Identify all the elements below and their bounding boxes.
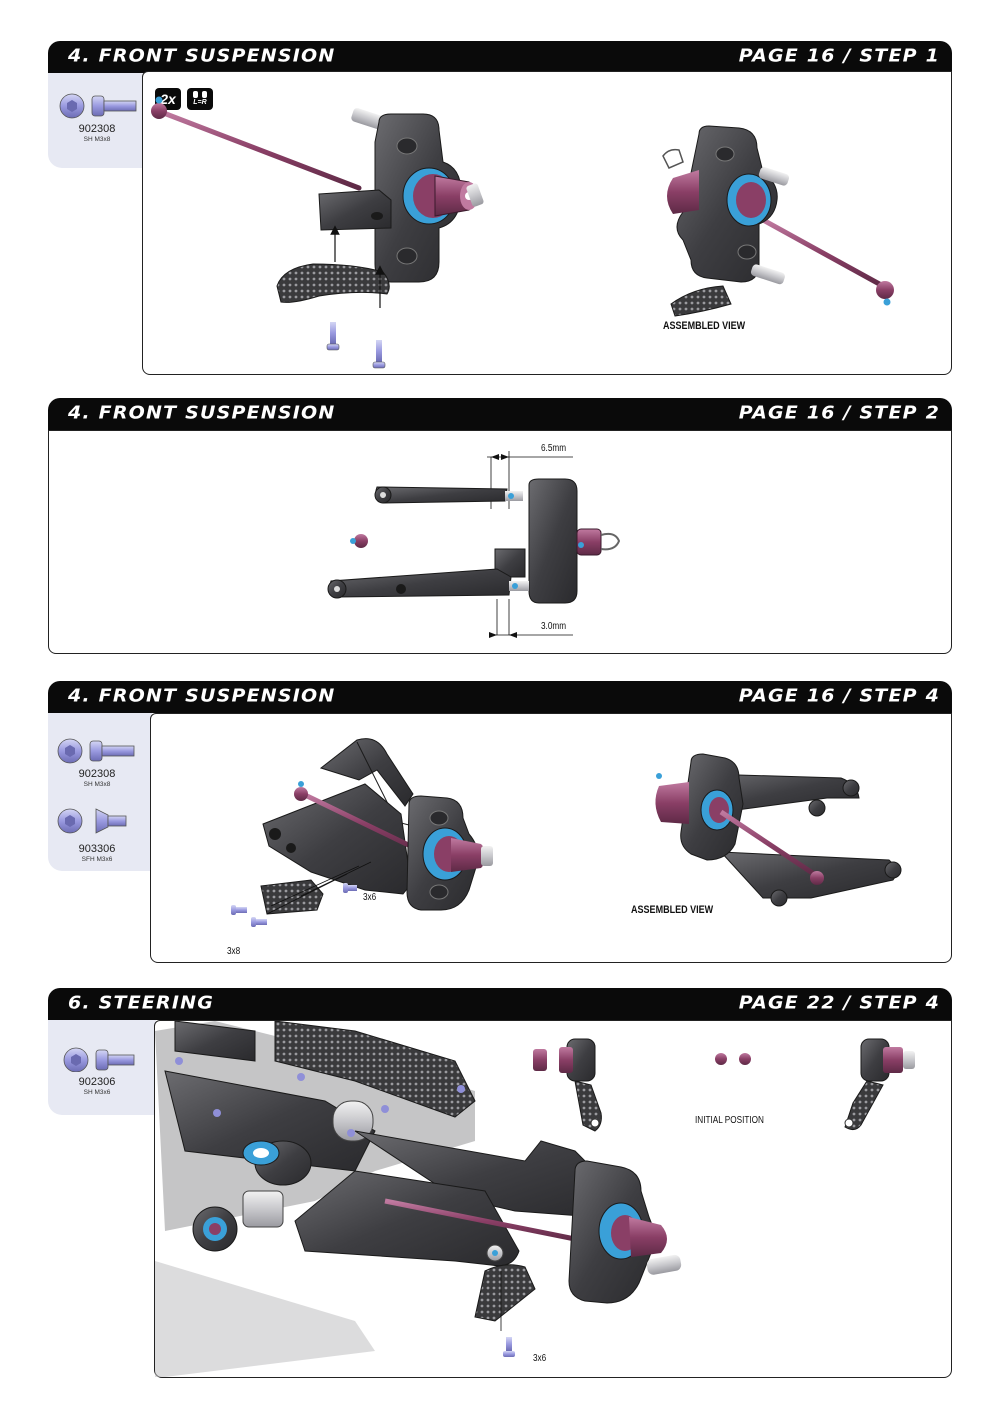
step-panel: 3x6 INITIAL POSITION (154, 1020, 952, 1378)
part-903306: 903306 SFH M3x6 (48, 789, 146, 863)
part-description: SH M3x8 (83, 136, 111, 143)
section-header: 4. FRONT SUSPENSION PAGE 16 / STEP 4 (48, 681, 952, 713)
assembled-view-label: ASSEMBLED VIEW (663, 320, 746, 332)
socket-head-screw-icon (57, 738, 135, 764)
page-step-label: PAGE 16 / STEP 2 (738, 402, 940, 424)
suspension-arm-exploded-drawing (231, 738, 902, 927)
parts-panel: 902308 SH M3x8 (48, 73, 146, 168)
screw-size-label-b: 3x8 (227, 946, 241, 957)
socket-head-screw-icon (59, 93, 137, 119)
initial-position-drawing (533, 1038, 915, 1132)
page-step-label: PAGE 16 / STEP 1 (738, 45, 940, 67)
step-panel: 2x L=R (142, 71, 952, 375)
section-steering: 6. STEERING PAGE 22 / STEP 4 902306 SH M… (48, 988, 952, 1378)
driveshaft-drawing (158, 109, 362, 191)
section-title: 4. FRONT SUSPENSION (68, 402, 336, 424)
step-panel: 6.5mm 3.0mm (48, 430, 952, 654)
screw-size-label-a: 3x6 (363, 892, 377, 903)
page-step-label: PAGE 16 / STEP 4 (738, 685, 940, 707)
part-902306: 902306 SH M3x6 (48, 1020, 146, 1096)
part-number: 902306 (78, 1076, 116, 1088)
screw-size-label: 3x6 (533, 1353, 547, 1364)
part-number: 902308 (78, 768, 116, 780)
part-number: 903306 (78, 843, 116, 855)
dimension-top: 6.5mm (541, 443, 567, 454)
section-title: 6. STEERING (68, 992, 215, 1014)
section-step-2: 4. FRONT SUSPENSION PAGE 16 / STEP 2 (48, 398, 952, 654)
part-description: SH M3x6 (83, 1089, 111, 1096)
parts-panel: 902308 SH M3x8 903306 SFH M3x6 (48, 713, 152, 871)
hub-carrier-exploded-drawing (151, 96, 894, 369)
page-step-label: PAGE 22 / STEP 4 (738, 992, 940, 1014)
left-right-icon (193, 91, 207, 98)
section-step-4: 4. FRONT SUSPENSION PAGE 16 / STEP 4 902… (48, 681, 952, 963)
steering-block-drawing (155, 1021, 682, 1377)
initial-position-label: INITIAL POSITION (695, 1115, 764, 1126)
assembled-view-label: ASSEMBLED VIEW (631, 904, 714, 916)
section-title: 4. FRONT SUSPENSION (68, 45, 336, 67)
section-header: 4. FRONT SUSPENSION PAGE 16 / STEP 2 (48, 398, 952, 430)
step-panel: 3x6 3x8 ASSEMBLED VIEW (150, 713, 952, 963)
section-title: 4. FRONT SUSPENSION (68, 685, 336, 707)
hub-carrier-assembled-drawing (662, 125, 894, 317)
part-description: SFH M3x6 (81, 856, 113, 863)
dimension-bottom: 3.0mm (541, 621, 567, 632)
arm-spacing-drawing (327, 451, 621, 638)
left-right-text: L=R (193, 99, 207, 106)
left-right-badge: L=R (187, 88, 213, 110)
flat-head-screw-icon (57, 808, 127, 834)
section-header: 6. STEERING PAGE 22 / STEP 4 (48, 988, 952, 1020)
part-902308: 902308 SH M3x8 (48, 713, 146, 788)
suspension-arm-assembled-drawing (655, 753, 902, 907)
section-header: 4. FRONT SUSPENSION PAGE 16 / STEP 1 (48, 41, 952, 73)
section-step-1: 4. FRONT SUSPENSION PAGE 16 / STEP 1 902… (48, 41, 952, 375)
parts-panel: 902306 SH M3x6 (48, 1020, 156, 1115)
steering-assembly-drawing (155, 1021, 915, 1377)
part-number: 902308 (78, 123, 116, 135)
part-902308: 902308 SH M3x8 (48, 73, 146, 143)
part-description: SH M3x8 (83, 781, 111, 788)
socket-head-screw-icon (63, 1047, 135, 1073)
